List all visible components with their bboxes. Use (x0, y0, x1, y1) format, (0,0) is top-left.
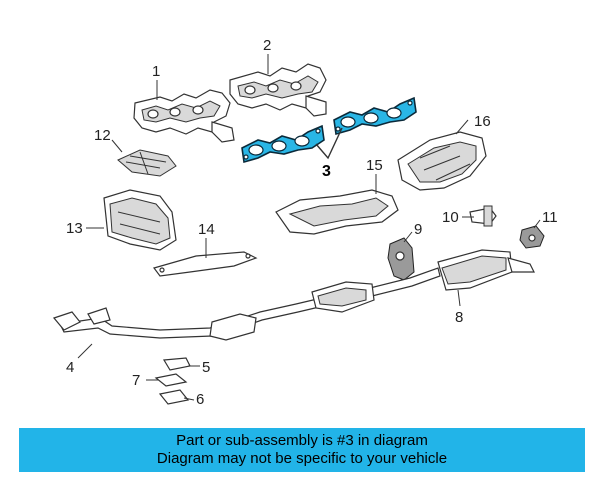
banner-line-2: Diagram may not be specific to your vehi… (156, 450, 448, 467)
part-1-exhaust-manifold (133, 89, 235, 143)
callout-7: 7 (132, 372, 140, 389)
callout-1: 1 (152, 63, 160, 80)
callout-5: 5 (202, 359, 210, 376)
callout-13: 13 (66, 220, 83, 237)
part-8-muffler (437, 249, 535, 291)
exhaust-pipe-assembly (52, 267, 441, 341)
part-10-hanger (469, 205, 497, 227)
part-5-bracket (162, 357, 191, 371)
callout-16: 16 (474, 113, 491, 130)
callout-3: 3 (322, 163, 331, 180)
part-3-manifold-gasket-right (333, 96, 417, 136)
part-6-clamp (158, 389, 190, 405)
part-12-heat-shield (117, 149, 177, 177)
part-9-bracket (387, 237, 415, 281)
callout-6: 6 (196, 391, 204, 408)
part-14-heat-shield (152, 251, 258, 277)
callout-4: 4 (66, 359, 74, 376)
part-15-heat-shield (275, 189, 399, 235)
part-11-insulator (519, 225, 545, 249)
part-13-heat-shield (103, 189, 177, 251)
part-3-manifold-gasket-left (241, 124, 325, 164)
part-2-exhaust-manifold (229, 63, 327, 117)
part-info-banner: Part or sub-assembly is #3 in diagram Di… (19, 428, 585, 472)
callout-12: 12 (94, 127, 111, 144)
callout-11: 11 (542, 209, 558, 226)
callout-14: 14 (198, 221, 215, 238)
callout-10: 10 (442, 209, 459, 226)
callout-2: 2 (263, 37, 271, 54)
callout-15: 15 (366, 157, 383, 174)
part-7-bracket (154, 373, 188, 387)
banner-line-1: Part or sub-assembly is #3 in diagram (176, 432, 428, 449)
part-16-heat-shield (397, 131, 487, 191)
callout-8: 8 (455, 309, 463, 326)
callout-9: 9 (414, 221, 422, 238)
